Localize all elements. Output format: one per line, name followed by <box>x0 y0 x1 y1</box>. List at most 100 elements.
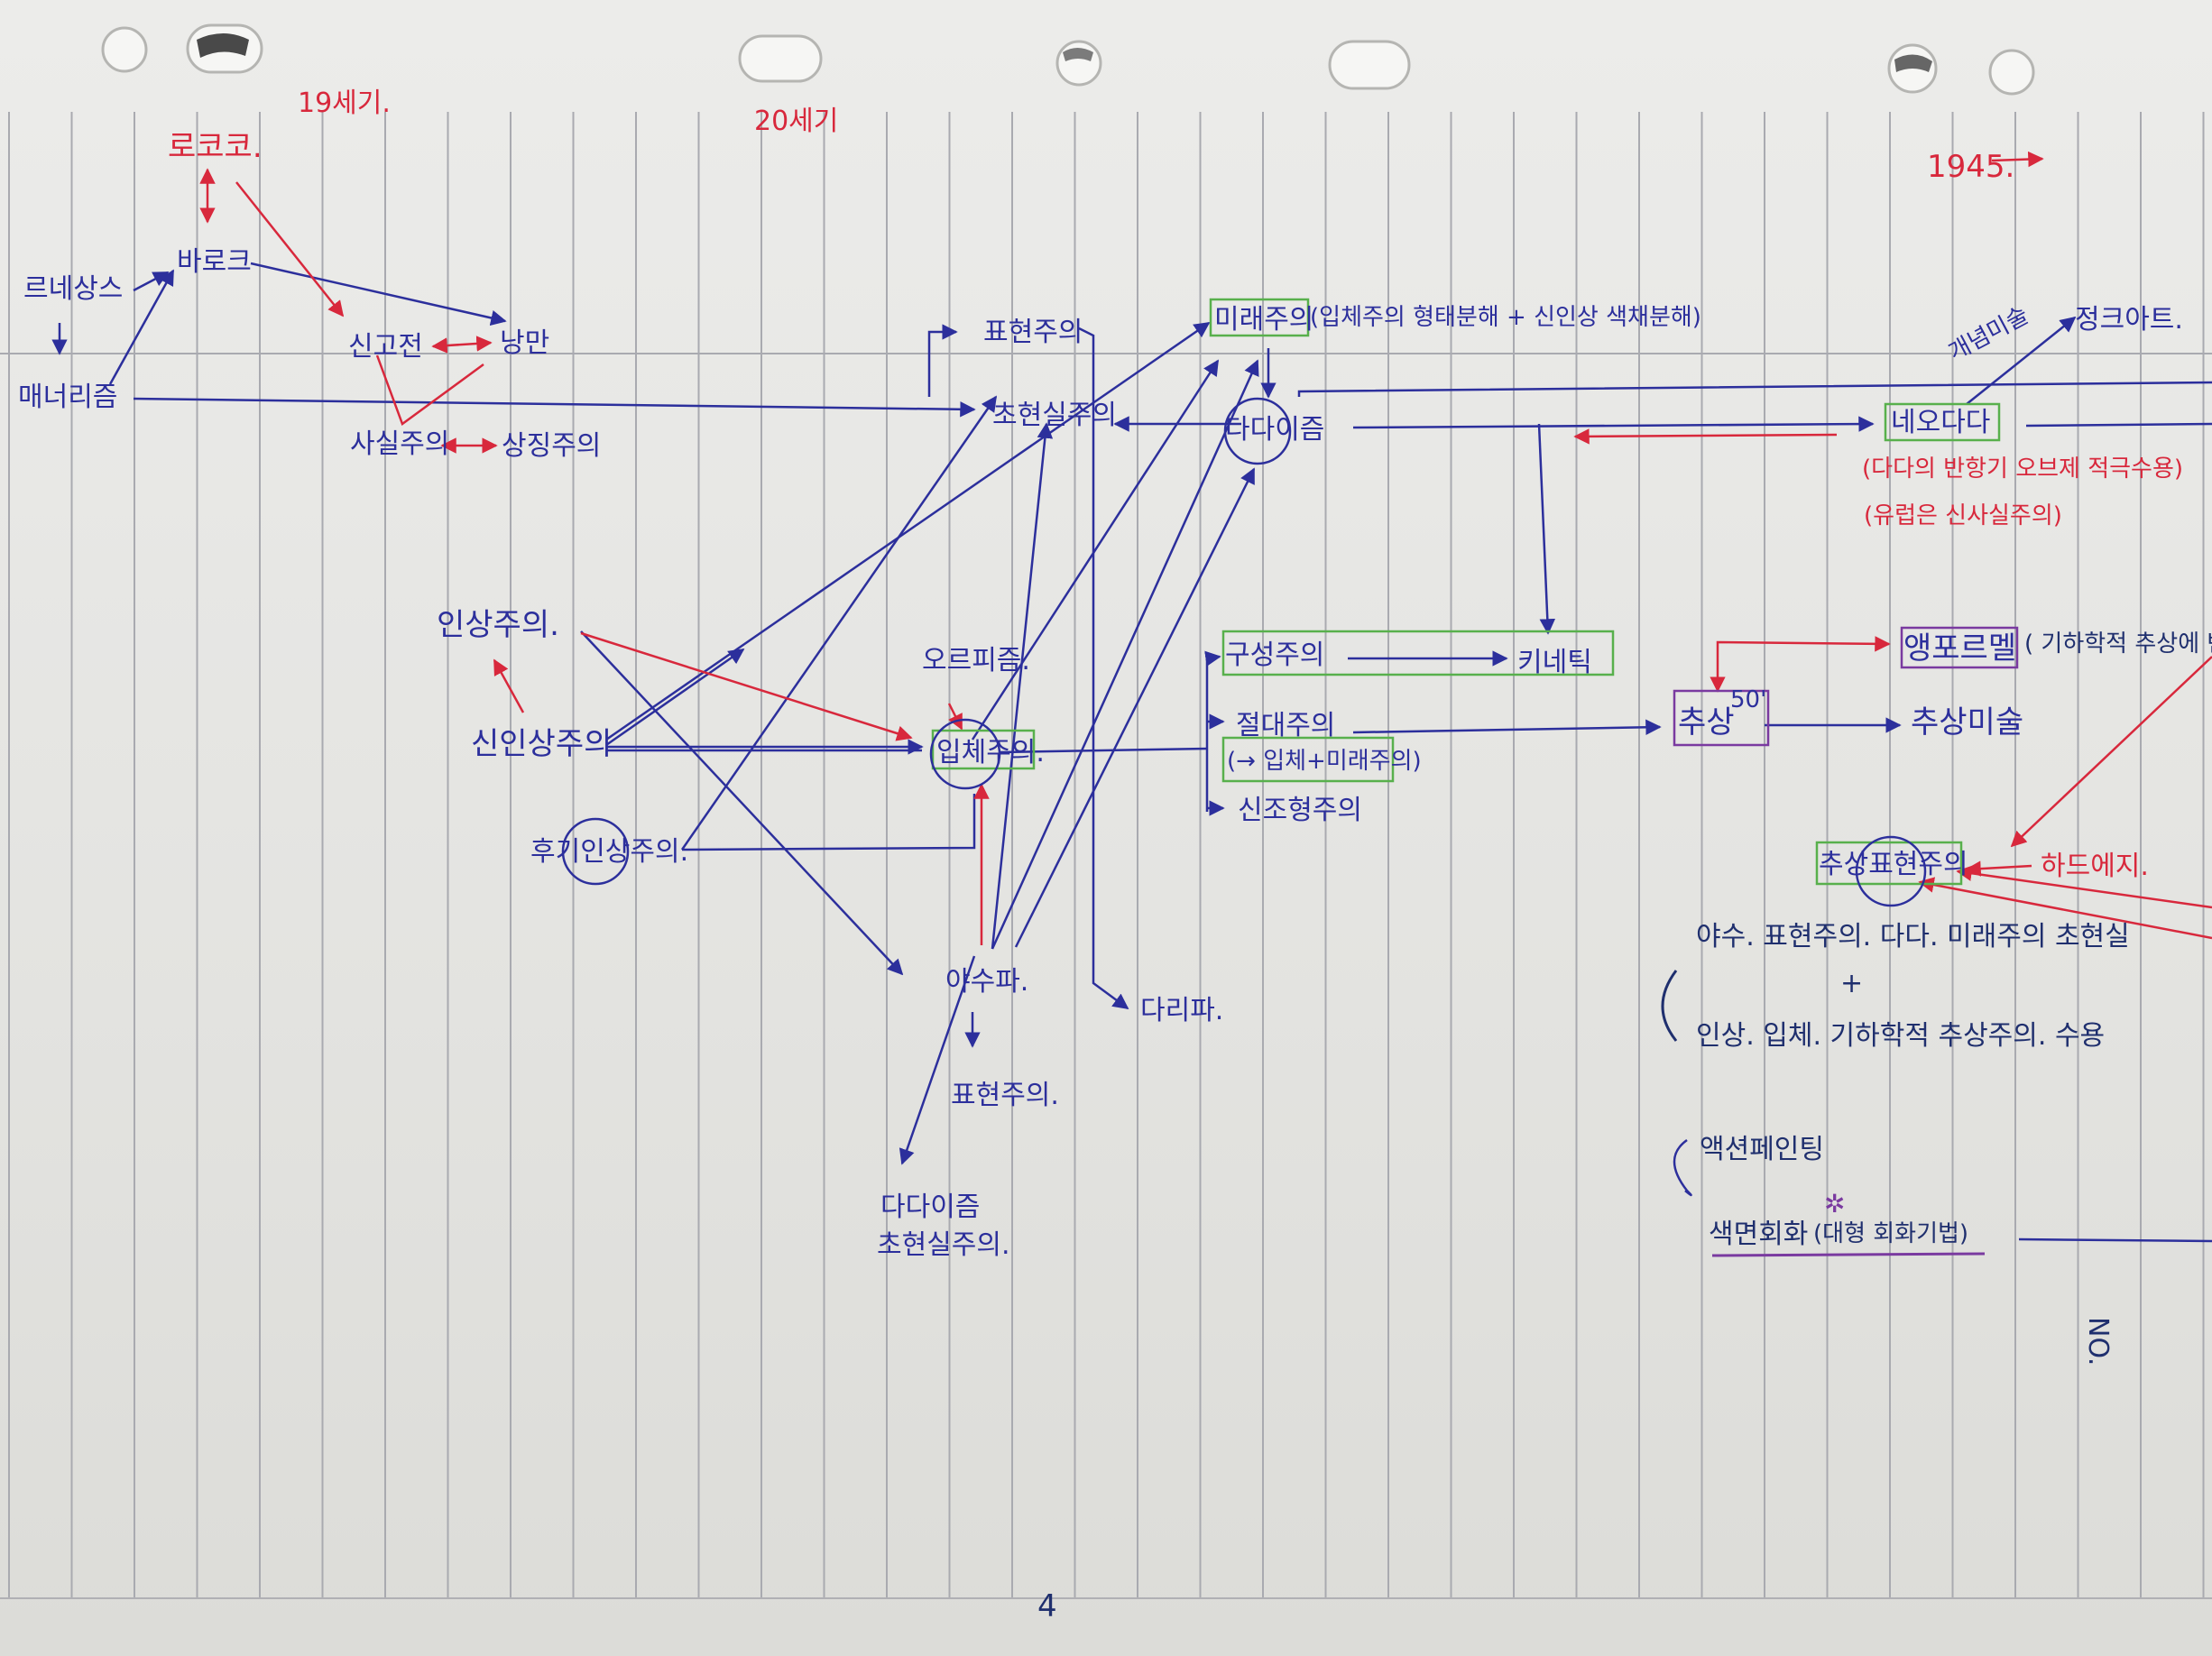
node-futurism: 미래주의 <box>1214 304 1313 336</box>
node-neo-dada: 네오다다 <box>1891 407 1990 438</box>
influence-arrow <box>1965 860 2032 877</box>
futurism-note: (입체주의 형태분해 + 신인상 색채분해) <box>1310 304 1701 331</box>
color-field-underline <box>1711 1252 1986 1257</box>
no-label: NO. <box>2082 1317 2114 1366</box>
node-color-field: 색면회화 <box>1709 1219 1808 1250</box>
neo-dada-box <box>1884 402 2001 442</box>
node-bridge-school: 다리파. <box>1140 995 1223 1026</box>
suprematism-note: (→ 입체+미래주의) <box>1227 748 1422 775</box>
flow-arrow <box>1352 719 1662 736</box>
node-neo-impressionism: 신인상주의 <box>471 726 612 762</box>
node-surrealism-top: 초현실주의 <box>992 400 1117 431</box>
influence-arrow <box>947 703 963 731</box>
node-expressionism-bottom: 표현주의. <box>951 1080 1059 1111</box>
node-dadaism: 다다이즘 <box>1225 414 1324 446</box>
flow-arrow <box>605 321 1211 741</box>
label-20th-century: 20세기 <box>754 106 838 137</box>
node-post-impressionism: 후기인상주의. <box>530 836 688 868</box>
flow-arrow <box>2018 1237 2212 1243</box>
node-impressionism: 인상주의. <box>437 607 559 643</box>
influence-arrow <box>1710 636 1891 693</box>
dadaism-circle <box>1223 397 1292 465</box>
binder-hole <box>101 26 148 73</box>
color-field-note: (대형 회화기법) <box>1813 1220 1968 1247</box>
node-cubism: 입체주의. <box>936 737 1045 768</box>
cubism-box <box>931 729 1036 770</box>
binder-hole <box>1988 49 2035 96</box>
neo-dada-note: (다다의 반항기 오브제 적극수용) <box>1862 455 2183 483</box>
timeline-arrow <box>1991 151 2044 168</box>
cubism-circle <box>929 718 1001 790</box>
informel-box <box>1900 626 2019 669</box>
node-junk-art: 정크아트. <box>2075 304 2183 336</box>
flow-arrow <box>108 269 175 385</box>
flow-arrow <box>250 262 507 327</box>
flow-arrow <box>2025 422 2212 428</box>
node-fauvism: 야수파. <box>945 966 1028 998</box>
flow-arrow <box>605 648 745 747</box>
page-number: 4 <box>1037 1588 1057 1624</box>
flow-arrow <box>899 955 976 1165</box>
summary-line-2: 인상. 입체. 기하학적 추상주의. 수용 <box>1696 1020 2105 1052</box>
influence-arrow <box>1573 428 1838 445</box>
flow-arrow <box>681 794 976 851</box>
flow-arrow <box>1537 423 1556 635</box>
influence-arrow <box>493 658 525 713</box>
flow-arrow <box>1204 650 1221 667</box>
node-abstraction: 추상 <box>1678 704 1735 741</box>
influence-arrow <box>2010 656 2212 848</box>
node-symbolism: 상징주의 <box>502 430 601 462</box>
node-abstract-expressionism: 추상표현주의 <box>1819 849 1968 880</box>
flow-arrow <box>680 395 998 851</box>
suprematism-note-box <box>1221 736 1395 783</box>
node-constructivism: 구성주의 <box>1225 639 1324 671</box>
influence-arrow <box>375 354 484 426</box>
node-baroque: 바로크 <box>177 246 252 278</box>
flow-arrow <box>927 324 958 397</box>
flow-arrow <box>991 422 1054 950</box>
abstraction-year: 50' <box>1730 686 1766 713</box>
flow-arrow <box>1078 327 1129 1010</box>
node-neoplasticism: 신조형주의 <box>1238 795 1362 826</box>
node-rococo: 로코코. <box>168 129 263 165</box>
summary-plus: + <box>1840 968 1863 999</box>
flow-arrow <box>1673 1138 1692 1197</box>
node-mannerism: 매너리즘 <box>18 382 117 413</box>
flow-arrow <box>580 630 904 976</box>
flow-arrow <box>133 271 170 292</box>
influence-arrow <box>431 336 493 354</box>
binder-hole <box>738 34 823 83</box>
node-kinetic: 키네틱 <box>1517 647 1592 678</box>
node-suprematism: 절대주의 <box>1236 710 1335 741</box>
abstract-expressionism-box <box>1815 841 1963 886</box>
flow-arrow <box>1014 467 1256 948</box>
node-dadaism-bottom: 다다이즘 <box>880 1191 980 1223</box>
flow-arrow <box>133 397 976 418</box>
ruled-lines <box>8 112 2205 1598</box>
node-romanticism: 낭만 <box>500 327 549 359</box>
abstract-expressionism-circle <box>1855 835 1927 907</box>
influence-arrow <box>235 181 345 317</box>
constructivism-box <box>1221 630 1615 676</box>
influence-arrow <box>1918 877 2212 940</box>
node-hard-edge: 하드에지. <box>2041 851 2149 882</box>
informel-note: ( 기하학적 추상에 반대. ) <box>2024 630 2212 658</box>
node-neoclassicism: 신고전 <box>348 331 423 363</box>
flow-arrow <box>1297 381 2212 397</box>
flow-arrow <box>1352 416 1875 432</box>
star-icon: ✲ <box>1824 1189 1845 1219</box>
post-impressionism-circle <box>561 817 630 886</box>
futurism-box <box>1209 298 1310 337</box>
flow-arrow <box>991 359 1259 950</box>
labels: 19세기. 20세기 1945. 로코코. 바로크 르네상스 매너리즘 신고전 … <box>18 87 2212 1624</box>
influence-arrow <box>1956 865 2212 909</box>
node-action-painting: 액션페인팅 <box>1700 1134 1824 1165</box>
label-1945: 1945. <box>1927 149 2014 185</box>
flow-arrow <box>1966 316 2077 405</box>
node-realism: 사실주의 <box>350 428 449 460</box>
node-orphism: 오르피즘. <box>922 645 1030 676</box>
neo-dada-origin: (유럽은 신사실주의) <box>1864 502 2062 529</box>
node-expressionism-top: 표현주의 <box>983 317 1083 348</box>
